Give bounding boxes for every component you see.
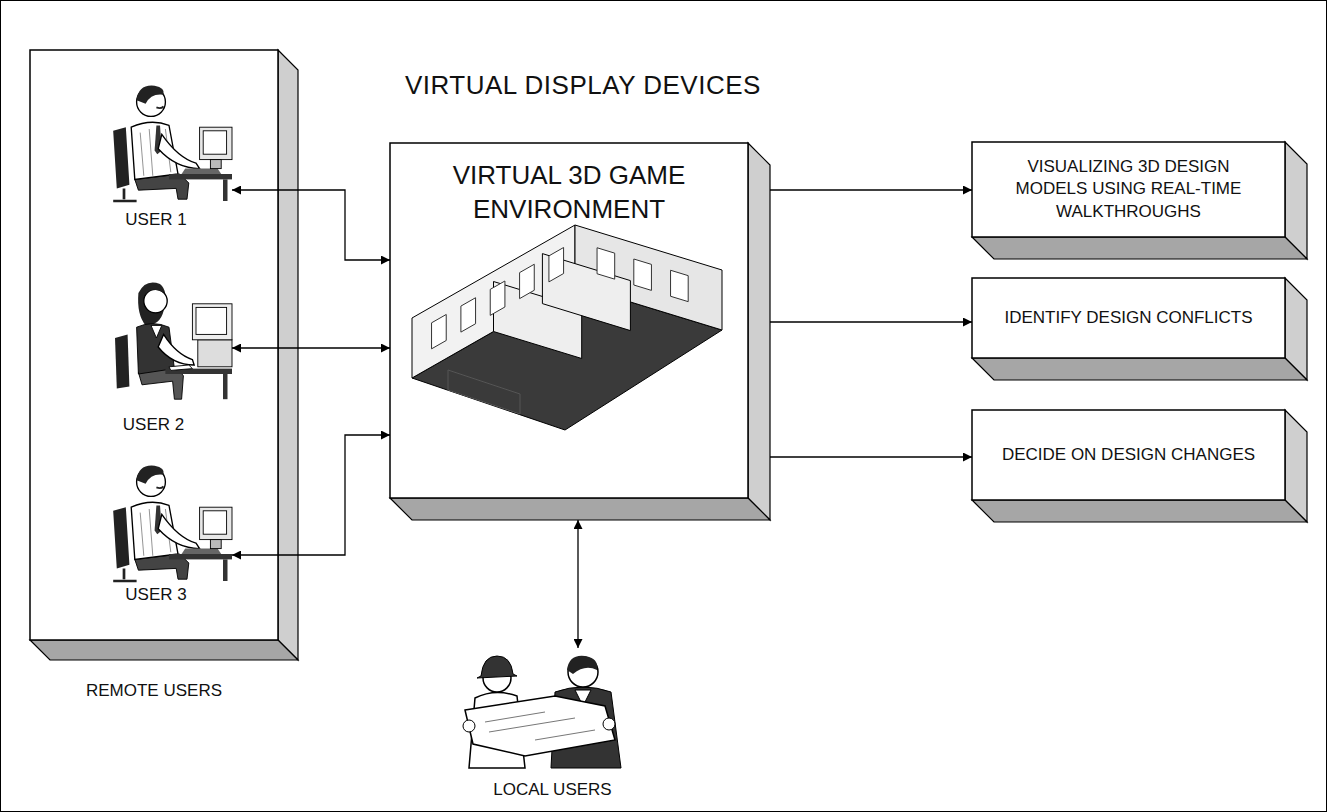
box-front-face [972,278,1285,358]
figure-label: USER 3 [80,585,232,605]
box-bottom-face [972,237,1307,259]
box-label: DECIDE ON DESIGN CHANGES [984,436,1273,474]
outcome-box: IDENTIFY DESIGN CONFLICTS [972,278,1285,358]
connector-arrow [770,321,972,322]
outcome-box: DECIDE ON DESIGN CHANGES [972,410,1285,500]
user-workstation: USER 2 [75,265,232,435]
user-figure [113,466,232,581]
box-bottom-face [972,358,1307,380]
box-3d-faces [390,143,770,520]
outcome-box: VISUALIZING 3D DESIGN MODELS USING REAL-… [972,142,1285,237]
window [461,298,476,332]
local-users-group: LOCAL USERS [455,648,650,800]
user-workstation: USER 1 [80,60,232,230]
connector-arrow [770,456,972,457]
box-3d-faces [972,142,1307,259]
box-side-face [278,50,298,660]
figure-label: LOCAL USERS [455,780,650,800]
box-3d-faces [972,410,1307,522]
local-users-figure [463,656,621,768]
window [549,248,564,282]
connector-arrow [770,189,972,190]
sheet-lines [485,712,595,740]
user-figure [115,283,232,400]
box-bottom-face [972,500,1307,522]
user-workstation: USER 3 [80,455,232,605]
window [671,270,689,301]
hard-hat [477,656,517,678]
box-3d-faces [972,278,1307,380]
box-side-face [748,143,770,520]
connector-arrow [232,347,390,348]
figure-label: USER 2 [75,415,232,435]
box-label: IDENTIFY DESIGN CONFLICTS [986,299,1270,337]
connector-arrow [232,435,390,555]
front-frame [448,370,520,414]
figure-label: USER 1 [80,210,232,230]
hand [603,718,615,730]
box-label: VISUALIZING 3D DESIGN MODELS USING REAL-… [972,148,1285,230]
window [432,314,447,348]
box-label: VIRTUAL 3D GAME ENVIRONMENT [390,143,748,227]
box-front-face [972,142,1285,237]
box-bottom-face [390,498,770,520]
window [520,264,535,298]
diagram-title: VIRTUAL DISPLAY DEVICES [405,70,761,101]
building-model [412,225,722,430]
hair [567,656,597,674]
remote-users-panel: REMOTE USERSUSER 1USER 2USER 3 [30,50,278,640]
window [490,281,505,315]
connector-arrow [232,190,390,260]
window [634,259,652,290]
drawing-sheet [465,696,615,756]
figure-label: REMOTE USERS [30,681,278,701]
box-front-face [972,410,1285,500]
connector-arrow [577,520,578,648]
user-figure [113,86,232,201]
hand [463,720,475,732]
window [597,248,615,279]
box-front-face [390,143,748,498]
box-bottom-face [30,640,298,660]
box-front-face [30,50,278,640]
environment-box: VIRTUAL 3D GAME ENVIRONMENT [390,143,748,498]
box-3d-faces [30,50,298,660]
